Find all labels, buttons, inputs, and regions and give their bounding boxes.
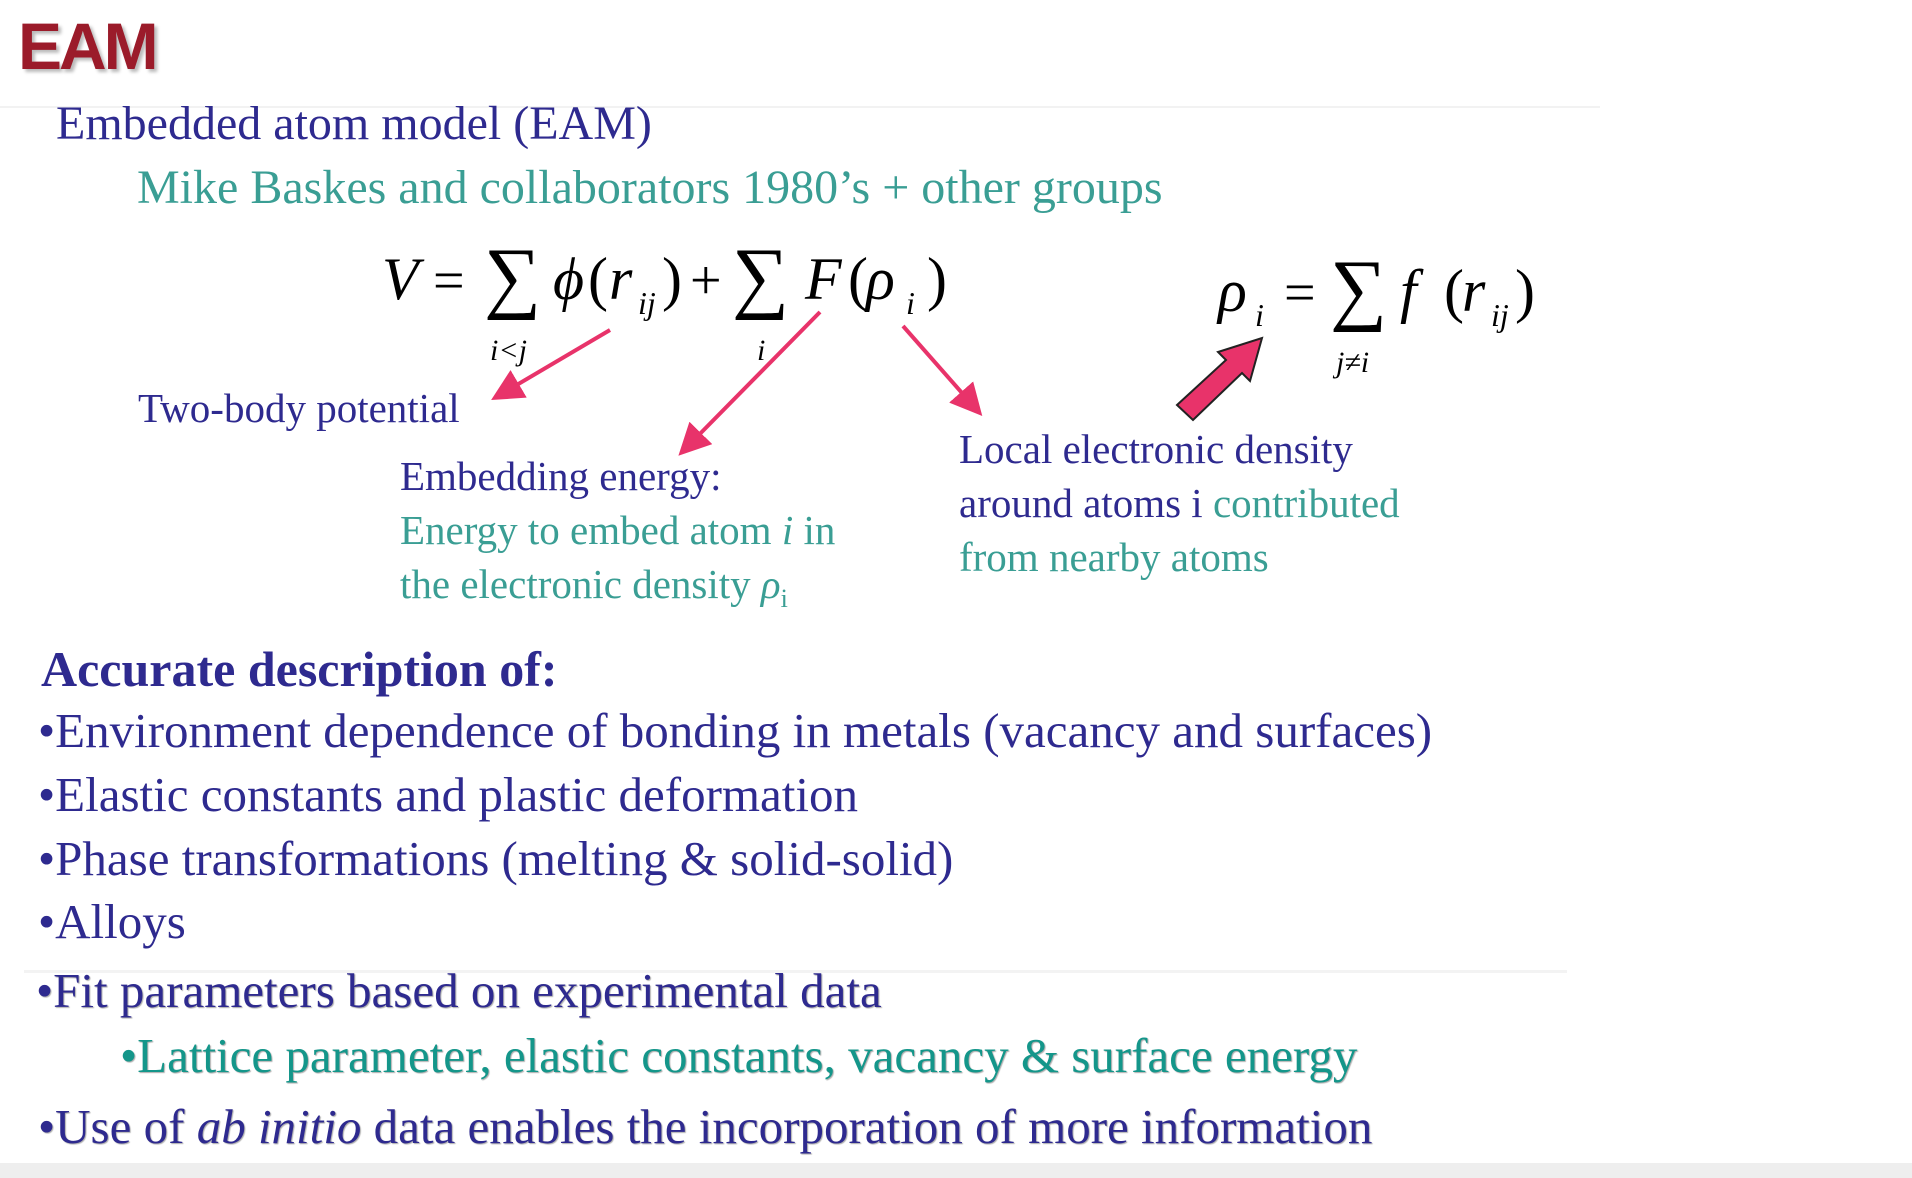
- arrow-local-density: [901, 324, 983, 417]
- local-density-line2: around atoms i contributed: [959, 479, 1400, 527]
- text: Energy to embed atom: [400, 507, 782, 553]
- block-arrow-density: [1175, 336, 1264, 422]
- energy-equation: V = ∑ i<j ϕ ( r ij ) + ∑ i F ( ρ i ): [382, 233, 947, 367]
- deq-f: f: [1400, 258, 1424, 324]
- rho-symbol: ρ: [760, 561, 781, 607]
- bullet-fit: •Fit parameters based on experimental da…: [36, 963, 882, 1018]
- subheading: Mike Baskes and collaborators 1980’s + o…: [137, 161, 1163, 214]
- eq-F: F: [804, 246, 843, 312]
- eq-sum-embed: ∑: [732, 233, 789, 321]
- eq-equals: =: [433, 250, 465, 312]
- bullet-alloys: •Alloys: [38, 894, 186, 949]
- bullet-phase: •Phase transformations (melting & solid-…: [38, 831, 954, 886]
- eq-sum-embed-index: i: [757, 334, 765, 367]
- eq-plus: +: [690, 250, 722, 312]
- deq-r: r: [1462, 258, 1486, 324]
- eq-r-sub: ij: [638, 285, 656, 321]
- eq-rparen2: ): [927, 246, 947, 312]
- two-body-label: Two-body potential: [138, 385, 460, 431]
- bullet-elastic: •Elastic constants and plastic deformati…: [38, 767, 858, 822]
- text: data enables the incorporation of more i…: [361, 1099, 1373, 1154]
- bullet-ab-initio: •Use of ab initio data enables the incor…: [38, 1098, 1372, 1155]
- eq-lparen: (: [588, 246, 608, 312]
- embedding-line2: the electronic density ρi: [400, 560, 788, 614]
- density-equation: ρ i = ∑ j≠i f ( r ij ): [1216, 245, 1535, 379]
- eq-rho: ρ: [864, 246, 895, 312]
- sub-bullet-lattice: •Lattice parameter, elastic constants, v…: [120, 1028, 1358, 1083]
- eq-sum-pair: ∑: [484, 233, 541, 321]
- deq-lparen: (: [1444, 258, 1464, 324]
- bullet-environment: •Environment dependence of bonding in me…: [38, 703, 1433, 758]
- divider: [24, 970, 1567, 973]
- local-density-line1: Local electronic density: [959, 426, 1353, 472]
- text: around atoms i: [959, 480, 1213, 526]
- embedding-line1: Energy to embed atom i in: [400, 506, 835, 554]
- text: contributed: [1212, 480, 1400, 526]
- deq-rparen: ): [1515, 258, 1535, 324]
- deq-rho-sub: i: [1255, 297, 1264, 333]
- accurate-heading: Accurate description of:: [41, 641, 558, 697]
- deq-sum: ∑: [1330, 245, 1387, 333]
- bottom-band: [0, 1163, 1912, 1178]
- header-band: [0, 0, 1600, 108]
- eq-sum-pair-index: i<j: [490, 334, 527, 367]
- local-density-line3: from nearby atoms: [959, 534, 1269, 580]
- heading: Embedded atom model (EAM): [56, 97, 652, 150]
- eq-rho-sub: i: [906, 285, 915, 321]
- embedding-title: Embedding energy:: [400, 453, 722, 499]
- deq-rho: ρ: [1216, 258, 1247, 324]
- eq-r: r: [609, 246, 633, 312]
- slide-title: EAM: [18, 9, 159, 83]
- text-italic-i: i: [781, 507, 794, 553]
- text-italic: ab initio: [196, 1099, 362, 1154]
- text: in: [793, 507, 836, 553]
- deq-r-sub: ij: [1491, 297, 1509, 333]
- deq-sum-index: j≠i: [1332, 346, 1369, 379]
- eq-V: V: [382, 246, 425, 312]
- text: the electronic density: [400, 561, 761, 607]
- eq-lparen2: (: [848, 246, 868, 312]
- rho-sub: i: [780, 584, 788, 614]
- arrow-two-body: [491, 328, 612, 401]
- arrow-embedding: [678, 310, 822, 456]
- text: •Use of: [38, 1099, 197, 1154]
- deq-equals: =: [1284, 262, 1316, 324]
- eq-rparen: ): [662, 246, 682, 312]
- eq-phi: ϕ: [553, 246, 584, 312]
